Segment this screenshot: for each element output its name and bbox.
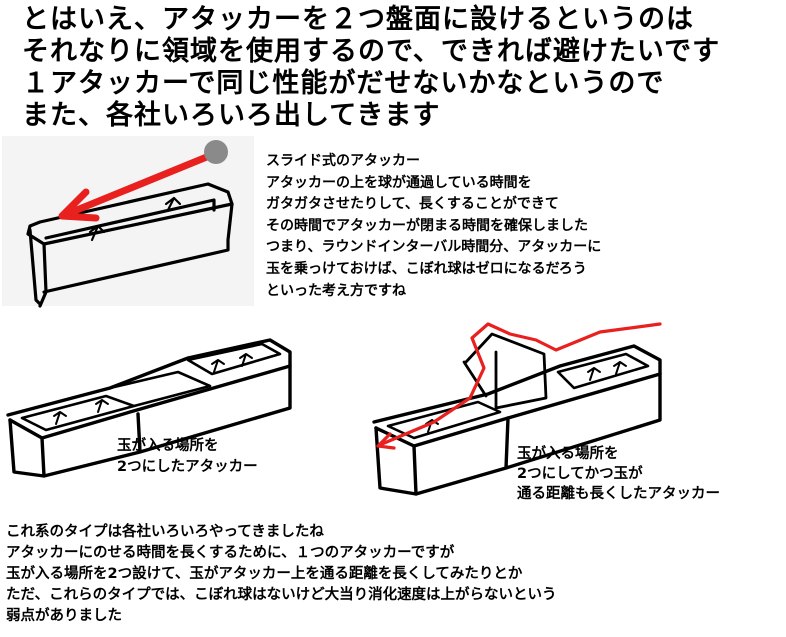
footer-line: 玉が入る場所を2つ設けて、玉がアタッカー上を通る距離を長くしてみたりとか <box>6 566 523 582</box>
footer-line: これ系のタイプは各社いろいろやってきましたね <box>6 524 324 540</box>
arrow-mark-2 <box>587 367 601 381</box>
caption-line: つまり、ラウンドインターバル時間分、アタッカーに <box>266 239 602 256</box>
long-path-attacker-caption: 玉が入る場所を 2つにしてかつ玉が 通る距離も長くしたアタッカー <box>517 444 720 504</box>
caption-line: 2つにしてかつ玉が <box>517 466 643 482</box>
heading-line-1: とはいえ、アタッカーを２つ盤面に設けるというのは <box>22 4 694 35</box>
ball-path-arrowhead <box>58 188 100 222</box>
two-entry-attacker-caption: 玉が入る場所を 2つにしたアタッカー <box>117 436 258 478</box>
ball-path <box>380 322 662 446</box>
caption-line: 玉が入る場所を <box>517 446 619 462</box>
arrow-mark-4 <box>239 353 253 367</box>
entry-slot-right <box>186 342 282 376</box>
caption-line: 玉が入る場所を <box>117 438 219 454</box>
middle-plate <box>108 370 212 408</box>
ball <box>204 140 228 164</box>
attacker-front-face <box>28 202 234 308</box>
slide-groove <box>44 198 216 240</box>
footer-line: ただ、これらのタイプでは、こぼれ球はないけど大当り消化速度は上がらないという <box>6 587 557 603</box>
arrow-mark-1 <box>53 411 67 425</box>
slide-attacker-sketch <box>2 136 254 308</box>
attacker-top-outline <box>6 338 292 440</box>
caption-line: その時間でアタッカーが閉まる時間を確保しました <box>266 217 588 234</box>
arrow-mark-3 <box>211 359 225 373</box>
arrow-mark-1 <box>88 224 106 242</box>
heading-line-3: １アタッカーで同じ性能がだせないかなというので <box>22 68 665 99</box>
caption-line: 2つにしたアタッカー <box>117 459 258 475</box>
footer-text: これ系のタイプは各社いろいろやってきましたね アタッカーにのせる時間を長くするた… <box>6 522 557 627</box>
attacker-front-face <box>374 372 662 496</box>
caption-line: 玉を乗っけておけば、こぼれ球はゼロになるだろう <box>266 260 587 277</box>
caption-line: アタッカーの上を球が通過している時間を <box>266 174 532 191</box>
attacker-top-outline <box>372 344 662 448</box>
two-entry-attacker-sketch <box>6 338 292 478</box>
ball-path-arrow <box>68 150 218 216</box>
footer-line: 弱点がありました <box>6 608 122 624</box>
heading-line-4: また、各社いろいろ出してきます <box>22 100 441 131</box>
caption-line: 通る距離も長くしたアタッカー <box>517 486 720 502</box>
path-guide-wall <box>462 332 548 410</box>
arrow-mark-2 <box>164 196 182 212</box>
entry-slot-right <box>556 352 650 390</box>
heading: とはいえ、アタッカーを２つ盤面に設けるというのは それなりに領域を使用するので、… <box>22 4 720 132</box>
slide-attacker-caption: スライド式のアタッカー アタッカーの上を球が通過している時間を ガタガタさせたり… <box>266 151 601 302</box>
heading-line-2: それなりに領域を使用するので、できれば避けたいです <box>22 36 721 67</box>
ball-path-arrowhead <box>376 432 396 450</box>
footer-line: アタッカーにのせる時間を長くするために、１つのアタッカーですが <box>6 545 455 561</box>
long-path-attacker-sketch <box>372 322 662 496</box>
caption-line: といった考え方ですね <box>266 282 406 299</box>
entry-slot-left <box>20 394 136 432</box>
entry-slot-left <box>386 400 502 440</box>
arrow-mark-3 <box>613 361 627 375</box>
attacker-front-face <box>8 364 292 478</box>
caption-line: スライド式のアタッカー <box>266 153 420 169</box>
arrow-mark-2 <box>95 399 109 413</box>
caption-line: ガタガタさせたりして、長くすることができて <box>266 196 559 213</box>
